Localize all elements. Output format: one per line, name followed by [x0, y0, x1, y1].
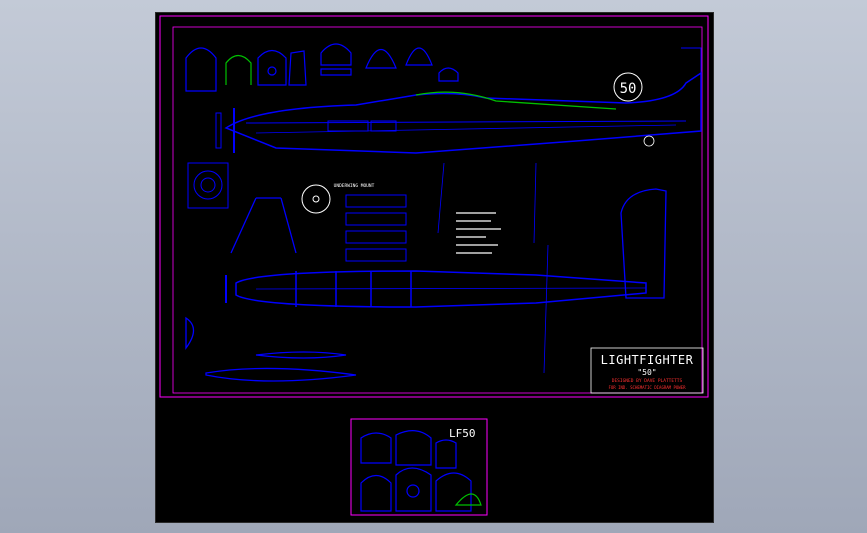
title-block [590, 347, 704, 394]
sheet-border-outer [159, 15, 709, 398]
spec-text-block [456, 212, 501, 254]
drawing-subtitle: "50" [637, 368, 656, 377]
race-number: 50 [620, 81, 637, 97]
drawing-title: LIGHTFIGHTER [601, 353, 694, 367]
race-number-circle [613, 72, 643, 102]
underwing-mount-label: UNDERWING MOUNT [334, 183, 375, 189]
parts-sheet-border [350, 418, 488, 516]
blueprint-drawing: 50 UNDERWING MOUNT [159, 15, 709, 516]
sheet-border-inner [172, 26, 703, 394]
mount-boxes [345, 194, 407, 262]
purpose-note: FOR IND. SCHEMATIC DIAGRAM POWER [608, 385, 686, 390]
bulkhead-detail [187, 162, 229, 209]
fuselage-top-view [225, 270, 647, 308]
cad-viewport[interactable]: 50 UNDERWING MOUNT [155, 12, 714, 523]
fuselage-side-view [215, 47, 702, 154]
parts-sheet-formers [360, 430, 482, 512]
designer-credit: DESIGNED BY DAVE PLATTETTS [612, 378, 683, 384]
vertical-fin-view [437, 162, 667, 374]
airfoil-sections [185, 316, 357, 382]
parts-sheet-logo: LF50 [449, 427, 476, 440]
wheel-detail [301, 184, 331, 214]
landing-gear-struts [230, 197, 297, 254]
former-templates [185, 43, 459, 92]
